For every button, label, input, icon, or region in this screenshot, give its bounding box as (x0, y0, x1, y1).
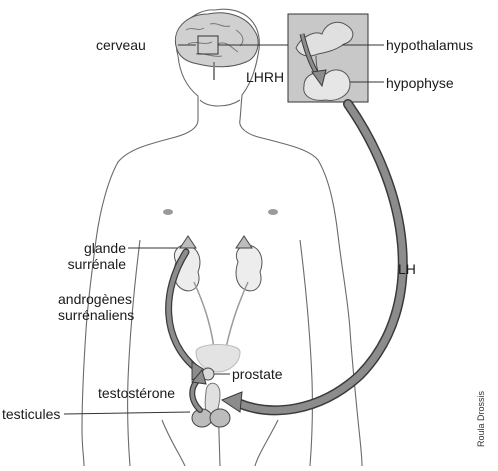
lh-arrow-head (222, 392, 242, 412)
adrenal-glands (180, 236, 252, 248)
label-adrenal-androgens-line2: surrénaliens (58, 308, 134, 323)
nipple-left (163, 209, 173, 215)
kidneys (174, 245, 262, 348)
label-lh: LH (398, 262, 416, 277)
label-adrenal-line2: surrénale (30, 257, 126, 272)
label-lhrh: LHRH (246, 70, 284, 85)
label-hypothalamus: hypothalamus (386, 38, 473, 53)
label-adrenal-line1: glande (30, 241, 126, 256)
label-prostate: prostate (232, 367, 283, 382)
image-credit: Roula Drossis (476, 391, 486, 447)
label-testicles: testicules (2, 407, 60, 422)
label-adrenal-androgens-line1: androgènes (58, 292, 132, 307)
label-brain: cerveau (96, 38, 146, 53)
label-pituitary: hypophyse (386, 76, 454, 91)
label-testosterone: testostérone (98, 386, 175, 401)
nipple-right (268, 209, 278, 215)
